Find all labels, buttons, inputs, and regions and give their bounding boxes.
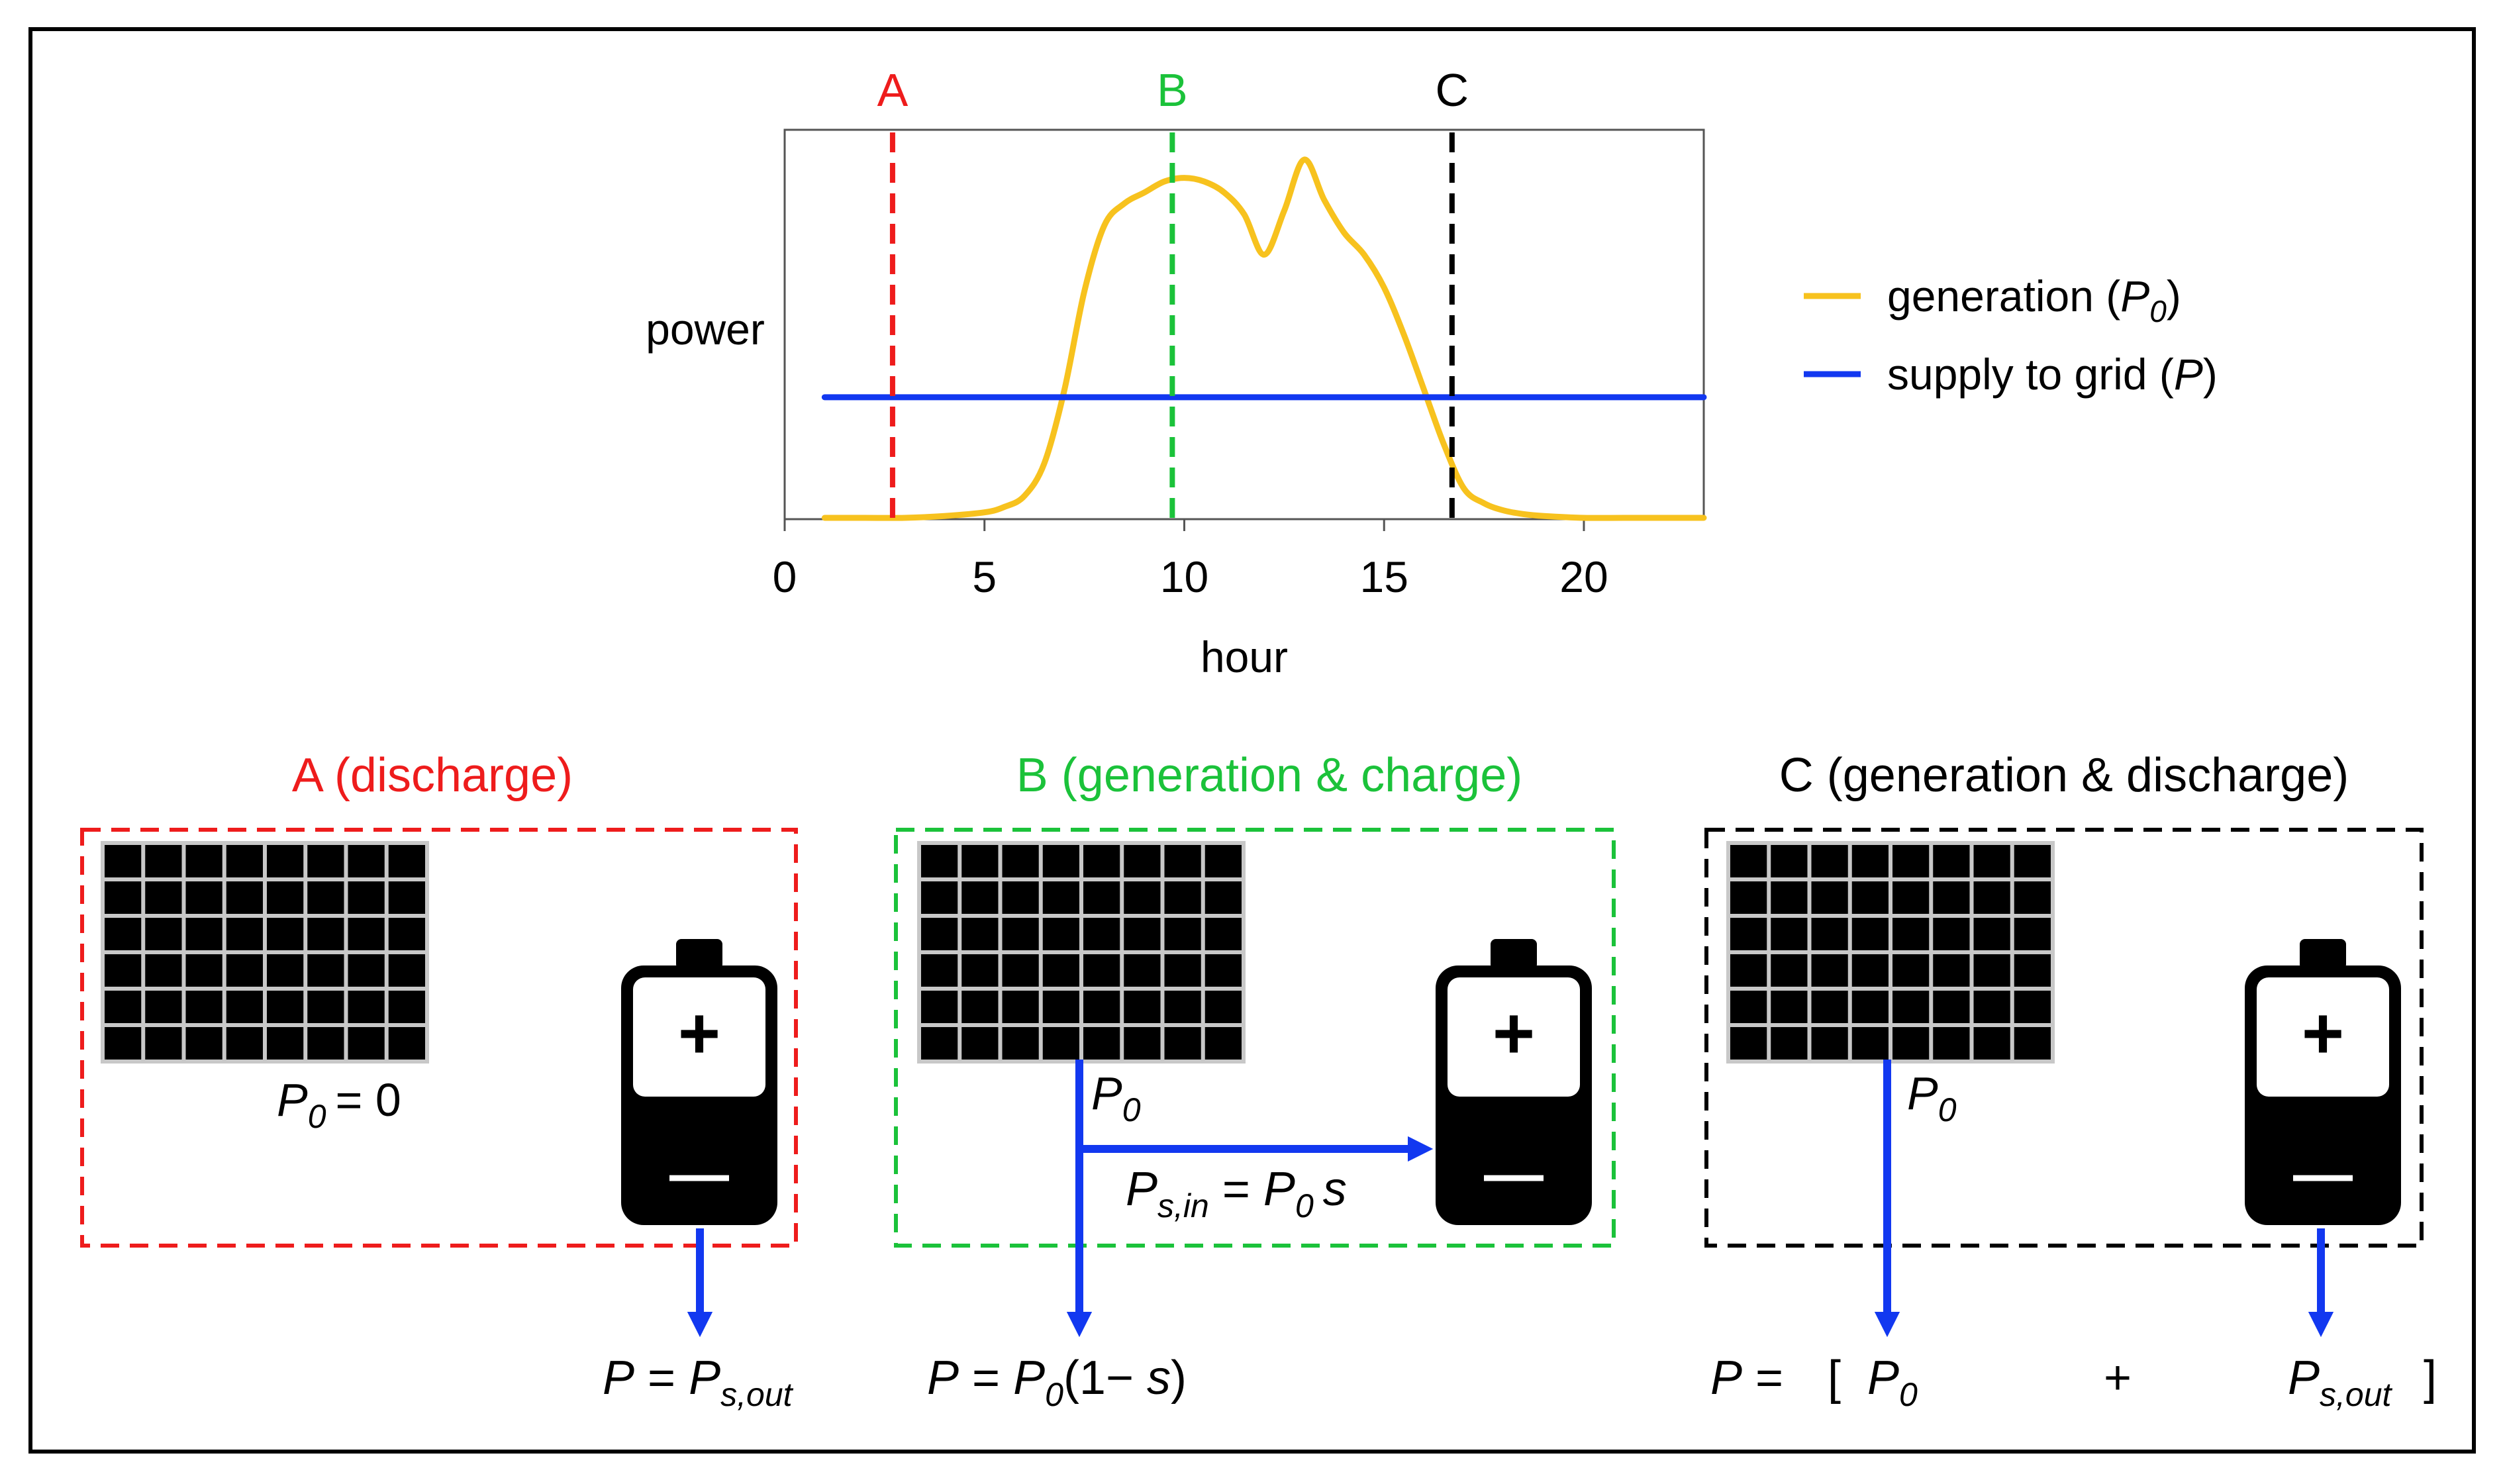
plot-area (783, 128, 1705, 520)
legend-label-supply-text: supply to grid ( (1887, 350, 2174, 399)
result-var2-b: P (1013, 1352, 1045, 1405)
scenario-b-box (894, 828, 1616, 1248)
legend: generation (P0) supply to grid (P) (1804, 272, 2218, 399)
charge-eq-sign-b: = (1209, 1163, 1263, 1216)
battery-minus-icon: — (1484, 1141, 1544, 1207)
y-axis-label: power (646, 305, 765, 354)
p0-sub-c: 0 (1938, 1091, 1957, 1128)
result-sub3-c: s,out (2320, 1376, 2393, 1413)
scenario-c-box (1704, 828, 2424, 1248)
legend-label-generation-text: generation ( (1887, 272, 2120, 321)
result-eq-b: P = P0(1− s) (927, 1352, 1187, 1413)
result-var2-a: P (689, 1352, 720, 1405)
result-eq-a: P = Ps,out (603, 1352, 794, 1413)
result-var-a: P (603, 1352, 634, 1405)
legend-after-supply: ) (2203, 350, 2218, 399)
result-var-b: P (927, 1352, 959, 1405)
scenario-a-box (80, 828, 798, 1248)
result-eq-sign-a: = (634, 1352, 689, 1405)
marker-label-a: A (877, 64, 909, 116)
battery-terminal (1491, 939, 1537, 969)
battery-terminal (676, 939, 722, 969)
p0-label-b: P0 (1091, 1067, 1141, 1128)
result-paren-open-b: (1− (1063, 1352, 1147, 1405)
legend-after-generation: ) (2167, 272, 2181, 321)
x-tick-label: 0 (773, 552, 797, 601)
x-axis-label: hour (1201, 632, 1288, 681)
scenario-c: C (generation & discharge) P0 +— P = [ P… (1704, 749, 2437, 1413)
scenario-b: B (generation & charge) P0 +— Ps,in = P0… (894, 749, 1616, 1413)
result-eq-sign-b: = (959, 1352, 1013, 1405)
x-tick-label: 10 (1160, 552, 1208, 601)
bracket-open-c: [ (1828, 1352, 1841, 1405)
legend-label-generation: generation (P0) (1887, 272, 2181, 328)
p0-sub-b: 0 (1122, 1091, 1141, 1128)
legend-var-generation: P (2120, 272, 2149, 321)
scenario-a-title: A (discharge) (292, 749, 573, 802)
result-sub2-c: 0 (1899, 1376, 1918, 1413)
p0-label-c: P0 (1907, 1067, 1957, 1128)
result-p0-c: P0 (1867, 1352, 1918, 1413)
figure-frame (28, 27, 2476, 1454)
solar-panel-c (1726, 841, 2055, 1064)
p0-var-a: P (277, 1074, 308, 1126)
marker-label-c: C (1436, 64, 1469, 116)
p0-var-c: P (1907, 1067, 1938, 1119)
result-paren-close-b: ) (1171, 1352, 1187, 1405)
battery-plus-icon: + (678, 993, 720, 1074)
x-axis: 0 5 10 15 20 (773, 518, 1704, 601)
charge-var2-b: P (1263, 1163, 1295, 1216)
p0-sub-a: 0 (308, 1098, 326, 1135)
scenario-a: A (discharge) P0= 0 +— P = Ps,out (80, 749, 798, 1413)
battery-terminal (2300, 939, 2346, 969)
legend-label-supply: supply to grid (P) (1887, 350, 2218, 399)
battery-c: +— (2245, 939, 2401, 1225)
result-sub-a: s,out (720, 1376, 794, 1413)
generation-line (821, 156, 1707, 521)
marker-label-b: B (1157, 64, 1188, 116)
result-s-b: s (1147, 1352, 1171, 1405)
battery-minus-icon: — (2293, 1141, 2353, 1207)
charge-sub2-b: 0 (1295, 1187, 1314, 1224)
legend-sub-generation: 0 (2149, 294, 2167, 328)
battery-plus-icon: + (1493, 993, 1535, 1074)
scenario-c-title: C (generation & discharge) (1779, 749, 2349, 802)
result-var-c: P (1710, 1352, 1742, 1405)
battery-empty-area (2257, 977, 2389, 1097)
x-tick-label: 20 (1559, 552, 1608, 601)
scenario-b-title: B (generation & charge) (1016, 749, 1522, 802)
result-sub-b: 0 (1045, 1376, 1063, 1413)
solar-panel-b (917, 841, 1246, 1064)
battery-empty-area (1448, 977, 1580, 1097)
battery-a: +— (621, 939, 777, 1225)
battery-b: +— (1436, 939, 1592, 1225)
result-var3-c: P (2288, 1352, 2320, 1405)
legend-var-supply: P (2174, 350, 2203, 399)
result-psout-c: Ps,out (2288, 1352, 2393, 1413)
p0-label-a: P0 = 0 (277, 1074, 401, 1135)
charge-sub-b: s,in (1157, 1187, 1209, 1224)
x-tick-label: 15 (1360, 552, 1408, 601)
p0-var-b: P (1091, 1067, 1122, 1119)
plus-c: + (2104, 1352, 2132, 1405)
bracket-close-c: ] (2424, 1352, 2437, 1405)
result-var2-c: P (1867, 1352, 1899, 1405)
battery-minus-icon: — (669, 1141, 729, 1207)
result-eq-sign-c: = (1742, 1352, 1783, 1405)
charge-var-b: P (1126, 1163, 1157, 1216)
battery-empty-area (633, 977, 765, 1097)
battery-plus-icon: + (2302, 993, 2344, 1074)
p0-rest-a: = 0 (336, 1074, 401, 1126)
power-chart: 0 5 10 15 20 power hour A B C generation (P0) … (646, 64, 2218, 681)
charge-s-b: s (1323, 1163, 1347, 1216)
solar-panel-a (101, 841, 429, 1064)
result-lhs-c: P = (1710, 1352, 1783, 1405)
x-tick-label: 5 (972, 552, 997, 601)
